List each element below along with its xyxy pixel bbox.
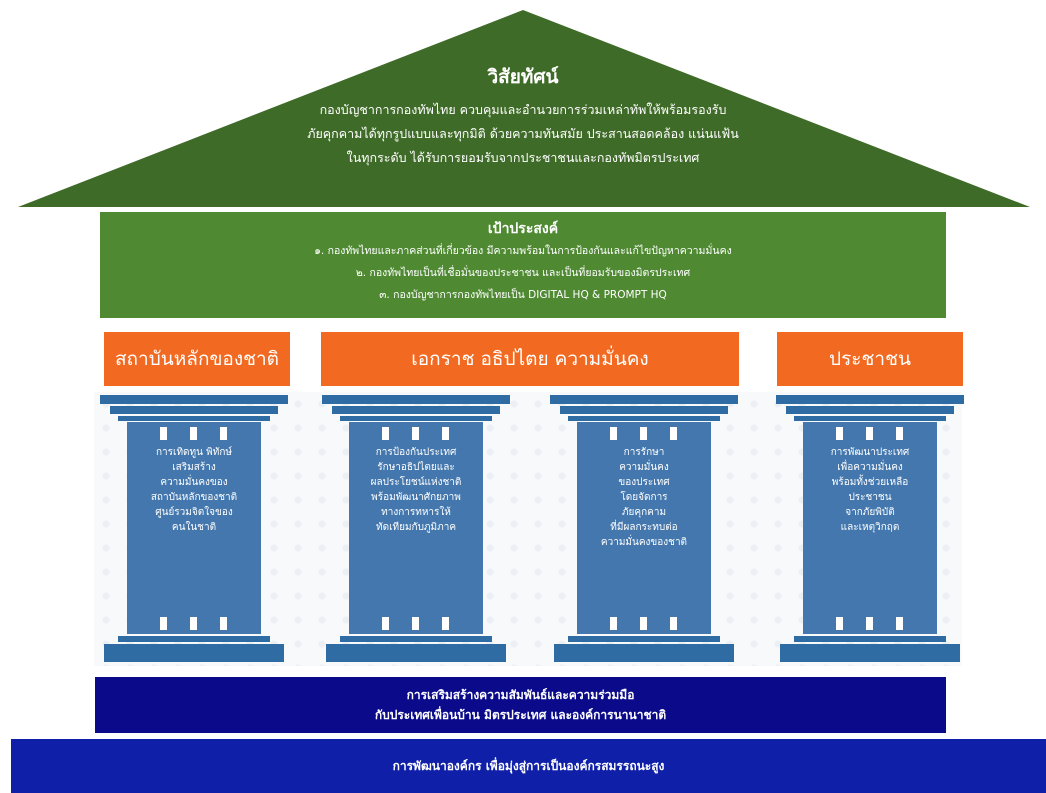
header-national-institutions: สถาบันหลักของชาติ xyxy=(104,332,290,386)
pillar-3-text: การรักษา ความมั่นคง ของประเทศ โดยจัดการ … xyxy=(600,447,688,548)
cooperation-bar: การเสริมสร้างความสัมพันธ์และความร่วมมือ … xyxy=(95,677,946,733)
pillar-base xyxy=(118,636,270,642)
goal-item-1: ๑. กองทัพไทยและภาคส่วนที่เกี่ยวข้อง มีคว… xyxy=(314,245,732,257)
pillar-capital xyxy=(322,395,510,404)
pillar-flute xyxy=(190,427,197,440)
pillar-flute xyxy=(160,427,167,440)
pillar-capital-2 xyxy=(560,406,728,414)
pillar-base xyxy=(794,636,946,642)
header-sovereignty-security: เอกราช อธิปไตย ความมั่นคง xyxy=(321,332,739,386)
pillar-4-text: การพัฒนาประเทศ เพื่อความมั่นคง พร้อมทั้ง… xyxy=(830,447,910,533)
pillar-1-text: การเทิดทูน พิทักษ์ เสริมสร้าง ความมั่นคง… xyxy=(150,447,238,533)
cooperation-line-2: กับประเทศเพื่อนบ้าน มิตรประเทศ และองค์กา… xyxy=(374,708,667,722)
goals-title: เป้าประสงค์ xyxy=(487,221,559,237)
header-people: ประชาชน xyxy=(777,332,963,386)
vision-line-1: กองบัญชาการกองทัพไทย ควบคุมและอำนวยการร่… xyxy=(319,102,727,117)
pillar-shaft xyxy=(127,422,261,634)
pillar-shaft xyxy=(803,422,937,634)
pillar-plinth xyxy=(326,644,506,662)
pillar-flute xyxy=(220,427,227,440)
pillar-flute xyxy=(382,617,389,630)
pillar-2-text: การป้องกันประเทศ รักษาอธิปไตยและ ผลประโย… xyxy=(370,447,462,533)
pillar-flute xyxy=(670,617,677,630)
goal-item-3: ๓. กองบัญชาการกองทัพไทยเป็น DIGITAL HQ &… xyxy=(379,289,667,301)
roof xyxy=(18,10,1030,207)
goals-box: เป้าประสงค์ ๑. กองทัพไทยและภาคส่วนที่เกี… xyxy=(100,212,946,318)
vision-line-3: ในทุกระดับ ได้รับการยอมรับจากประชาชนและก… xyxy=(346,150,700,165)
pillar-flute xyxy=(220,617,227,630)
pillar-flute xyxy=(190,617,197,630)
pillar-flute xyxy=(412,427,419,440)
pillar-flute xyxy=(896,617,903,630)
pillar-capital-2 xyxy=(110,406,278,414)
pillar-flute xyxy=(866,427,873,440)
pillar-flute xyxy=(896,427,903,440)
pillar-flute xyxy=(640,617,647,630)
pillar-flute xyxy=(670,427,677,440)
vision-line-2: ภัยคุกคามได้ทุกรูปแบบและทุกมิติ ด้วยความ… xyxy=(307,126,739,141)
pillar-base xyxy=(340,636,492,642)
pillar-flute xyxy=(610,427,617,440)
pillar-flute xyxy=(412,617,419,630)
pillar-capital xyxy=(776,395,964,404)
pillar-shaft xyxy=(349,422,483,634)
pillar-capital-2 xyxy=(332,406,500,414)
pillar-plinth xyxy=(104,644,284,662)
pillar-flute xyxy=(160,617,167,630)
pillar-2: การป้องกันประเทศ รักษาอธิปไตยและ ผลประโย… xyxy=(322,395,510,667)
goal-item-2: ๒. กองทัพไทยเป็นที่เชื่อมั่นของประชาชน แ… xyxy=(355,267,691,279)
pillar-flute xyxy=(836,617,843,630)
pillar-plinth xyxy=(554,644,734,662)
pillar-flute xyxy=(836,427,843,440)
pillar-capital-2 xyxy=(786,406,954,414)
pillar-capital xyxy=(550,395,738,404)
pillar-flute xyxy=(382,427,389,440)
vision-title: วิสัยทัศน์ xyxy=(487,66,559,88)
pillar-flute xyxy=(442,617,449,630)
cooperation-line-1: การเสริมสร้างความสัมพันธ์และความร่วมมือ xyxy=(406,688,635,702)
pillar-capital-3 xyxy=(118,416,270,421)
pillar-flute xyxy=(866,617,873,630)
pillar-capital-3 xyxy=(568,416,720,421)
pillar-1: การเทิดทูน พิทักษ์ เสริมสร้าง ความมั่นคง… xyxy=(100,395,288,667)
pillar-flute xyxy=(640,427,647,440)
pillar-shaft xyxy=(577,422,711,634)
pillar-base xyxy=(568,636,720,642)
pillar-4: การพัฒนาประเทศ เพื่อความมั่นคง พร้อมทั้ง… xyxy=(776,395,964,667)
pillar-flute xyxy=(442,427,449,440)
pillar-plinth xyxy=(780,644,960,662)
roof-shape xyxy=(18,10,1030,207)
pillar-capital-3 xyxy=(794,416,946,421)
development-bar: การพัฒนาองค์กร เพื่อมุ่งสู่การเป็นองค์กร… xyxy=(11,739,1046,793)
pillar-3: การรักษา ความมั่นคง ของประเทศ โดยจัดการ … xyxy=(550,395,738,667)
pillar-flute xyxy=(610,617,617,630)
pillar-capital-3 xyxy=(340,416,492,421)
pillar-capital xyxy=(100,395,288,404)
